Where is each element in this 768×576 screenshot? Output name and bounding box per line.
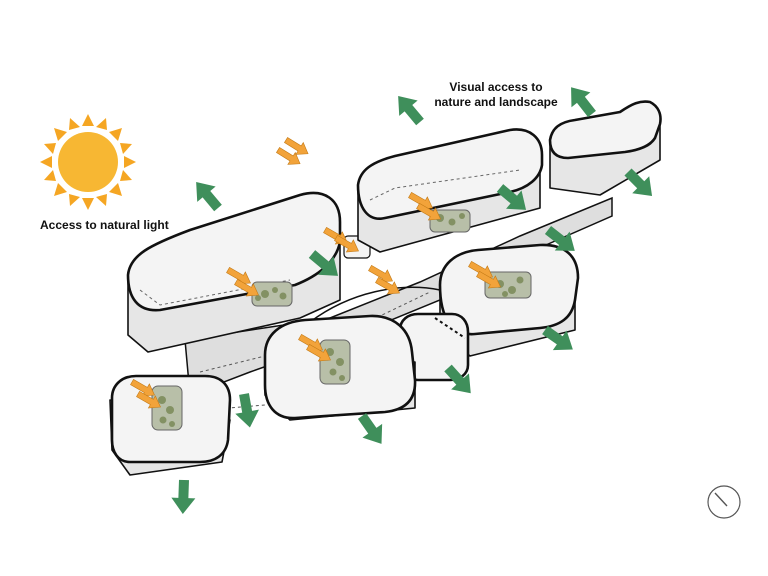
building-block-west xyxy=(126,191,342,353)
label-visual-access: Visual access to nature and landscape xyxy=(434,80,558,110)
building-block-south-central xyxy=(263,314,417,421)
sun-icon xyxy=(40,114,136,210)
building-block-north xyxy=(356,128,544,253)
label-visual-line2: nature and landscape xyxy=(434,95,558,109)
label-visual-line1: Visual access to xyxy=(449,80,543,94)
north-compass-icon xyxy=(707,485,741,519)
label-access-natural-light: Access to natural light xyxy=(40,218,169,232)
